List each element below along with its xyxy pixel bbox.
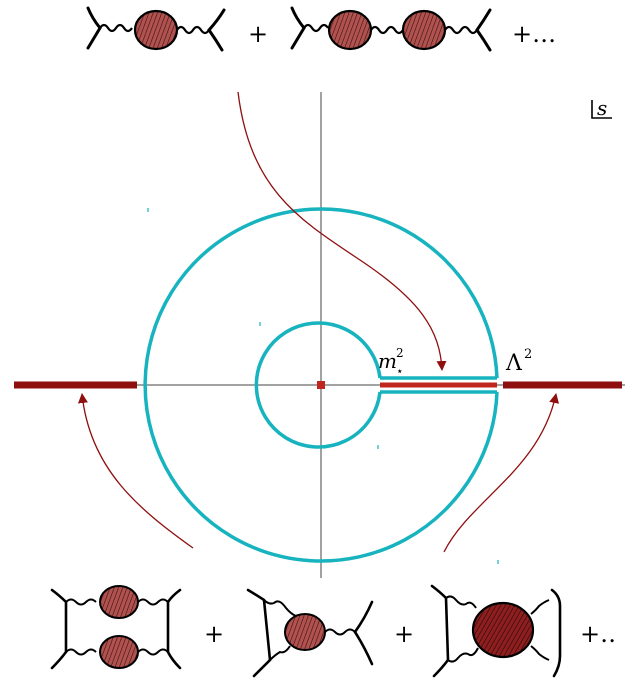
bottom-plus-1: + xyxy=(204,620,224,648)
blob-icon xyxy=(284,613,326,651)
bottom-diagram-box-large-blob xyxy=(430,584,562,678)
top-ellipsis: +… xyxy=(512,20,556,48)
svg-text:2: 2 xyxy=(396,346,404,360)
bottom-diagram-row: + + +‥ xyxy=(50,584,616,678)
origin-pole xyxy=(317,381,325,389)
svg-text:⋆: ⋆ xyxy=(396,364,404,378)
complex-plane-label: s xyxy=(591,96,612,120)
blob-icon xyxy=(401,9,447,51)
bottom-diagram-triangle-blob xyxy=(246,588,374,678)
bottom-left-arrow xyxy=(77,393,194,549)
top-diagram-one-blob xyxy=(86,6,226,52)
bottom-right-arrow xyxy=(443,393,560,553)
top-diagram-two-blobs xyxy=(290,6,492,52)
cutoff-label: Λ 2 xyxy=(505,347,532,376)
bottom-ellipsis: +‥ xyxy=(580,620,616,648)
bottom-diagram-two-blob-box xyxy=(50,585,182,670)
plane-label-s: s xyxy=(597,96,607,120)
blob-icon xyxy=(471,601,535,659)
stray-marks xyxy=(147,208,499,564)
blob-icon xyxy=(327,9,373,51)
svg-text:Λ: Λ xyxy=(505,351,523,376)
top-diagram-row: + +… xyxy=(86,6,556,52)
threshold-label: m 2 ⋆ xyxy=(378,346,404,378)
blob-icon xyxy=(99,635,139,669)
top-arrow xyxy=(237,91,447,371)
svg-text:2: 2 xyxy=(524,347,532,362)
blob-icon xyxy=(133,9,179,51)
bottom-plus-2: + xyxy=(394,620,414,648)
top-plus-sign: + xyxy=(248,20,268,48)
svg-text:m: m xyxy=(378,349,397,373)
blob-icon xyxy=(99,585,139,619)
integration-contour xyxy=(143,207,499,563)
